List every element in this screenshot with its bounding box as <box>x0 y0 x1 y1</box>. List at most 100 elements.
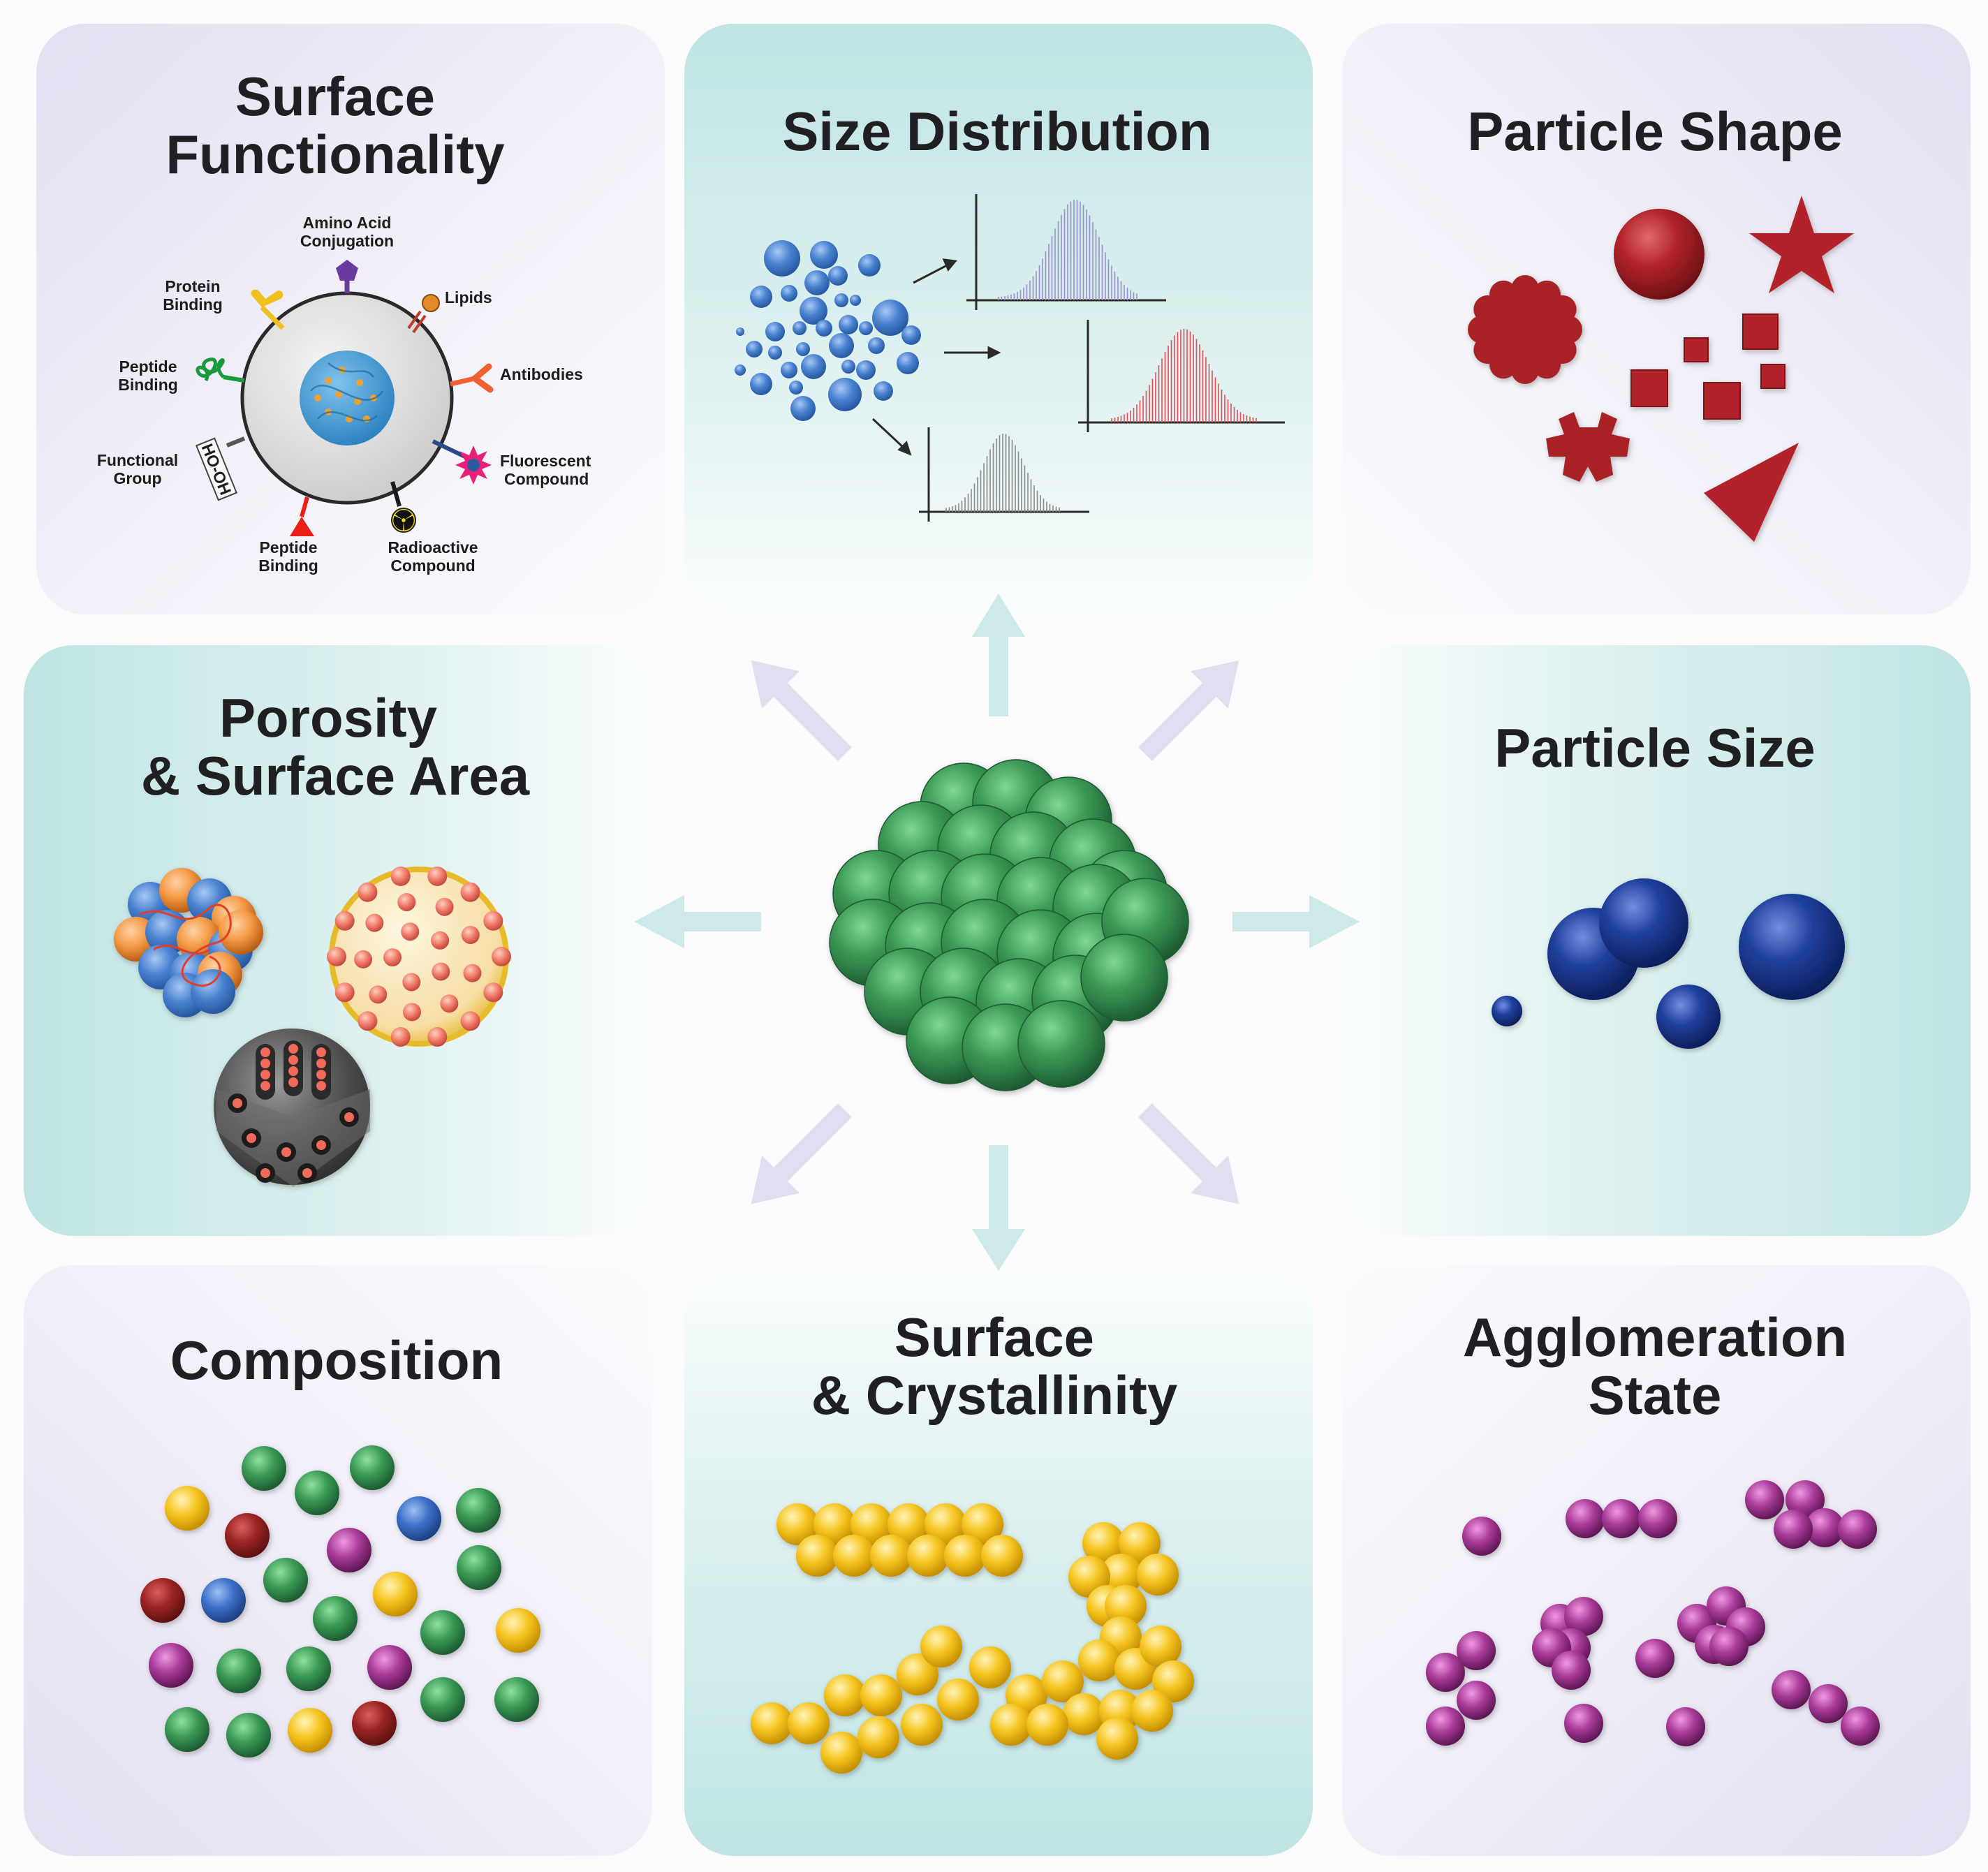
agglomeration-particle <box>1809 1684 1848 1723</box>
porous-cluster-sphere <box>219 910 263 955</box>
size-distribution-particle <box>768 346 782 360</box>
vesicle-dot <box>390 866 411 886</box>
label-radioactive-line1: Radioactive <box>388 538 478 557</box>
agglomeration-particles <box>1426 1480 1880 1746</box>
pore-cargo <box>260 1168 270 1178</box>
agglomeration-particle <box>1666 1707 1705 1746</box>
label-lipids: Lipids <box>445 288 492 307</box>
peptide-anchor-icon <box>290 517 314 536</box>
vesicle-dot <box>402 1003 421 1022</box>
label-peptide-binding-left-line1: Peptide <box>119 358 177 376</box>
pore-cargo <box>288 1044 298 1054</box>
label-fluorescent-line2: Compound <box>504 470 589 488</box>
vesicle-dot <box>427 866 448 886</box>
vesicle-dot <box>390 1027 411 1047</box>
vesicle-dot <box>369 985 388 1004</box>
label-peptide-binding-left-line2: Binding <box>118 376 178 394</box>
composition-particle <box>397 1496 441 1541</box>
size-distribution-particle <box>790 396 816 421</box>
shape-cube-4 <box>1703 382 1741 420</box>
pore-cargo <box>233 1098 242 1108</box>
composition-particle <box>165 1707 209 1752</box>
size-distribution-particle <box>816 320 832 337</box>
crystal-particle <box>1078 1639 1120 1681</box>
composition-particle <box>352 1701 397 1746</box>
histogram-purple <box>966 194 1166 310</box>
composition-particle <box>149 1643 193 1688</box>
cluster-fibers <box>139 904 232 987</box>
flower-bump <box>1533 351 1561 379</box>
size-distribution-particle <box>804 270 830 295</box>
size-distribution-particle <box>781 362 797 378</box>
vesicle-dot <box>365 913 384 932</box>
porous-cluster <box>114 868 263 1017</box>
peptide-coil-icon <box>196 358 225 382</box>
cluster-sphere <box>1017 1000 1105 1088</box>
protein-binding-icon <box>251 289 284 307</box>
vesicle-dot <box>334 982 355 1003</box>
pore-cargo <box>260 1070 270 1079</box>
pore-cargo <box>260 1081 270 1091</box>
composition-particle <box>242 1446 286 1491</box>
vesicle-dot <box>435 897 454 916</box>
composition-particle <box>165 1486 209 1531</box>
pore-cargo <box>260 1047 270 1057</box>
porous-cluster-sphere <box>191 969 235 1014</box>
crystal-particle <box>833 1535 875 1577</box>
size-distribution-particle <box>859 321 873 335</box>
vesicle-dot <box>402 973 421 992</box>
title-agglomeration-line1: Agglomeration <box>1463 1306 1847 1368</box>
core-fibers <box>310 362 384 422</box>
shape-cube-5 <box>1760 364 1785 389</box>
label-amino-acid-line2: Conjugation <box>300 232 394 250</box>
composition-particle <box>373 1572 418 1616</box>
vesicle-dot <box>463 964 482 982</box>
crystal-particle <box>1152 1660 1194 1702</box>
arrow-left <box>634 895 761 948</box>
composition-particle <box>225 1513 270 1558</box>
pore-cargo <box>316 1047 326 1057</box>
agglomeration-particle <box>1709 1627 1748 1666</box>
crystal-particle <box>1131 1690 1173 1732</box>
crystal-particle <box>944 1535 986 1577</box>
core-dot <box>325 377 332 384</box>
arrow-down <box>972 1145 1025 1271</box>
core-dot <box>356 379 363 386</box>
label-protein-binding-line2: Binding <box>163 295 223 314</box>
crystal-particle <box>860 1674 902 1716</box>
composition-particle <box>286 1646 331 1691</box>
flower-bump <box>1489 280 1517 309</box>
label-functional-group-line1: Functional <box>97 451 178 469</box>
agglomeration-particle <box>1635 1639 1674 1678</box>
pore-cargo <box>281 1147 291 1157</box>
vesicle-dot <box>397 892 416 911</box>
agglomeration-particle <box>1566 1499 1605 1538</box>
title-porosity-line2: & Surface Area <box>141 745 530 806</box>
size-sphere-large <box>1739 894 1845 1000</box>
label-amino-acid-line1: Amino Acid <box>303 214 392 232</box>
crystal-particle <box>888 1503 929 1545</box>
size-distribution-particle <box>746 341 763 358</box>
functionalized-nanoparticle: Amino Acid Conjugation Protein Binding L… <box>97 214 591 575</box>
flower-bump <box>1511 356 1539 384</box>
size-distribution-particle <box>810 241 838 269</box>
size-distribution-particle <box>764 240 800 277</box>
crystal-particle <box>1137 1554 1179 1595</box>
size-distribution-particle <box>735 364 746 376</box>
mesoporous-sphere <box>214 1029 370 1187</box>
vesicle-dot <box>383 948 402 967</box>
agglomeration-particle <box>1602 1499 1641 1538</box>
crystal-particle <box>969 1646 1011 1688</box>
size-distribution-particle <box>856 360 876 380</box>
size-distribution-particle <box>796 342 810 356</box>
panel-size-distribution <box>684 24 1313 614</box>
crystal-particle <box>897 1653 938 1695</box>
porosity-illustration <box>114 866 511 1187</box>
arrows <box>634 594 1360 1271</box>
label-peptide-binding-bottom-line2: Binding <box>258 557 318 575</box>
vesicle-dot <box>427 1027 448 1047</box>
vesicle-dot <box>461 925 480 944</box>
agglomeration-particle <box>1462 1517 1501 1556</box>
size-distribution-particle <box>868 337 885 354</box>
agglomeration-particle <box>1638 1499 1677 1538</box>
